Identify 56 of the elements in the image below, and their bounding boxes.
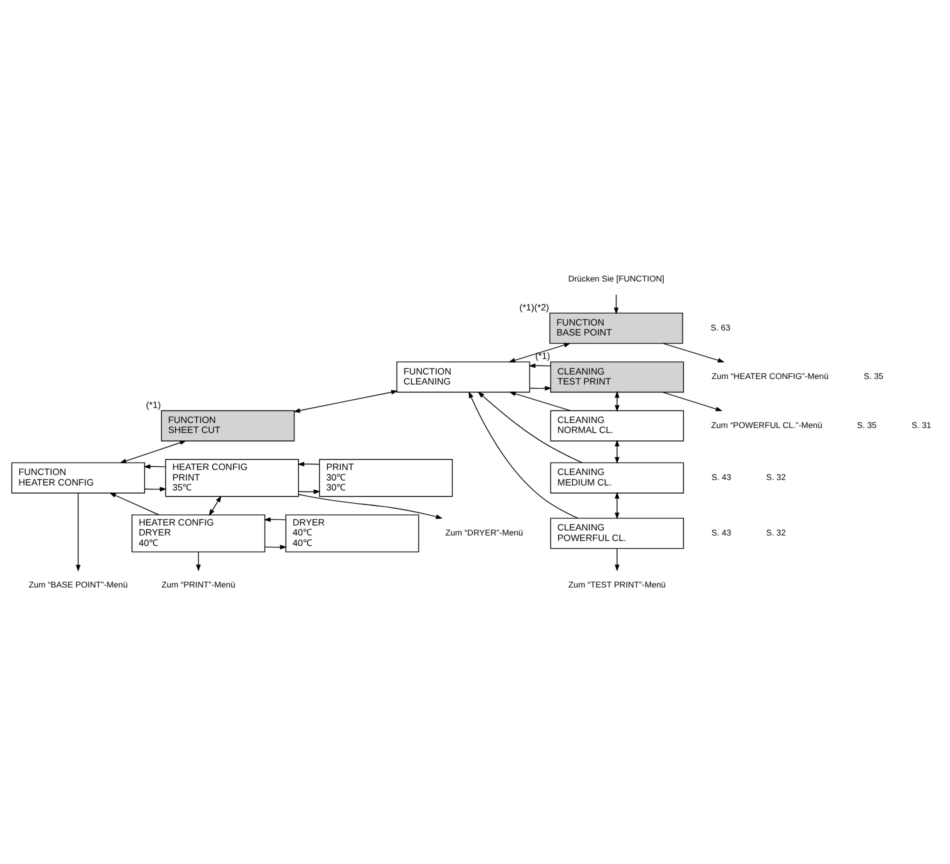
arrow [264,544,287,550]
arrow [76,492,81,572]
label: S. 32 [766,472,786,482]
node-box: PRINT 30℃ 30℃ [319,458,453,496]
node-box: CLEANING TEST PRINT [550,360,684,392]
label: S. 63 [710,322,730,332]
arrow [662,342,725,362]
node-text: Zum “DRYER”-Menü [445,526,524,537]
arrow [614,294,619,314]
label: S. 43 [712,526,732,537]
node-text: Zum “PRINT”-Menü [162,579,236,590]
node-box: HEATER CONFIG DRYER 40℃ [132,514,266,552]
arrow [298,494,443,519]
arrow [614,390,620,412]
arrow [297,461,320,466]
node-text: Zum “BASE POINT”-Menü [28,579,128,590]
arrow [120,440,187,463]
label: S. 43 [712,472,732,482]
arrow [508,342,571,362]
arrow [144,464,166,468]
label: S. 31 [912,419,932,430]
node-text: Drücken Sie [FUNCTION] [568,273,664,284]
node-label: (*1) [146,399,161,410]
arrow [530,385,552,390]
arrow [662,391,722,411]
label: S. 35 [856,419,877,430]
arrow [614,491,620,519]
arrow [614,548,620,571]
node-label: (*1) [535,350,550,361]
arrow [196,551,201,571]
arrow [468,390,578,518]
node-box: CLEANING NORMAL CL. [550,410,684,441]
node-text: Zum “POWERFUL CL.”-Menü [711,419,822,430]
node-box: DRYER 40℃ 40℃ [285,514,420,552]
arrow [144,486,167,492]
node-label: (*1)(*2) [519,302,550,312]
node-box: FUNCTION BASE POINT [549,312,684,344]
node-box: CLEANING MEDIUM CL. [550,462,684,493]
arrow [109,492,160,515]
node-box: HEATER CONFIG PRINT 35℃ [165,458,299,496]
node-text: Zum “HEATER CONFIG”-Menü [712,370,829,381]
arrow [298,488,320,494]
node-box: CLEANING POWERFUL CL. [550,517,684,548]
label: S. 32 [766,526,786,537]
arrow [614,439,620,464]
node-box: FUNCTION SHEET CUT [161,410,295,441]
arrow [293,389,398,412]
arrow [509,391,571,411]
arrow [208,495,222,516]
arrow [528,362,551,368]
label: S. 35 [864,370,884,381]
arrow [478,390,583,463]
node-text: Zum “TEST PRINT”-Menü [568,579,666,590]
arrow [264,516,286,522]
node-box: FUNCTION HEATER CONFIG [11,462,146,493]
node-box: FUNCTION CLEANING [396,360,530,392]
